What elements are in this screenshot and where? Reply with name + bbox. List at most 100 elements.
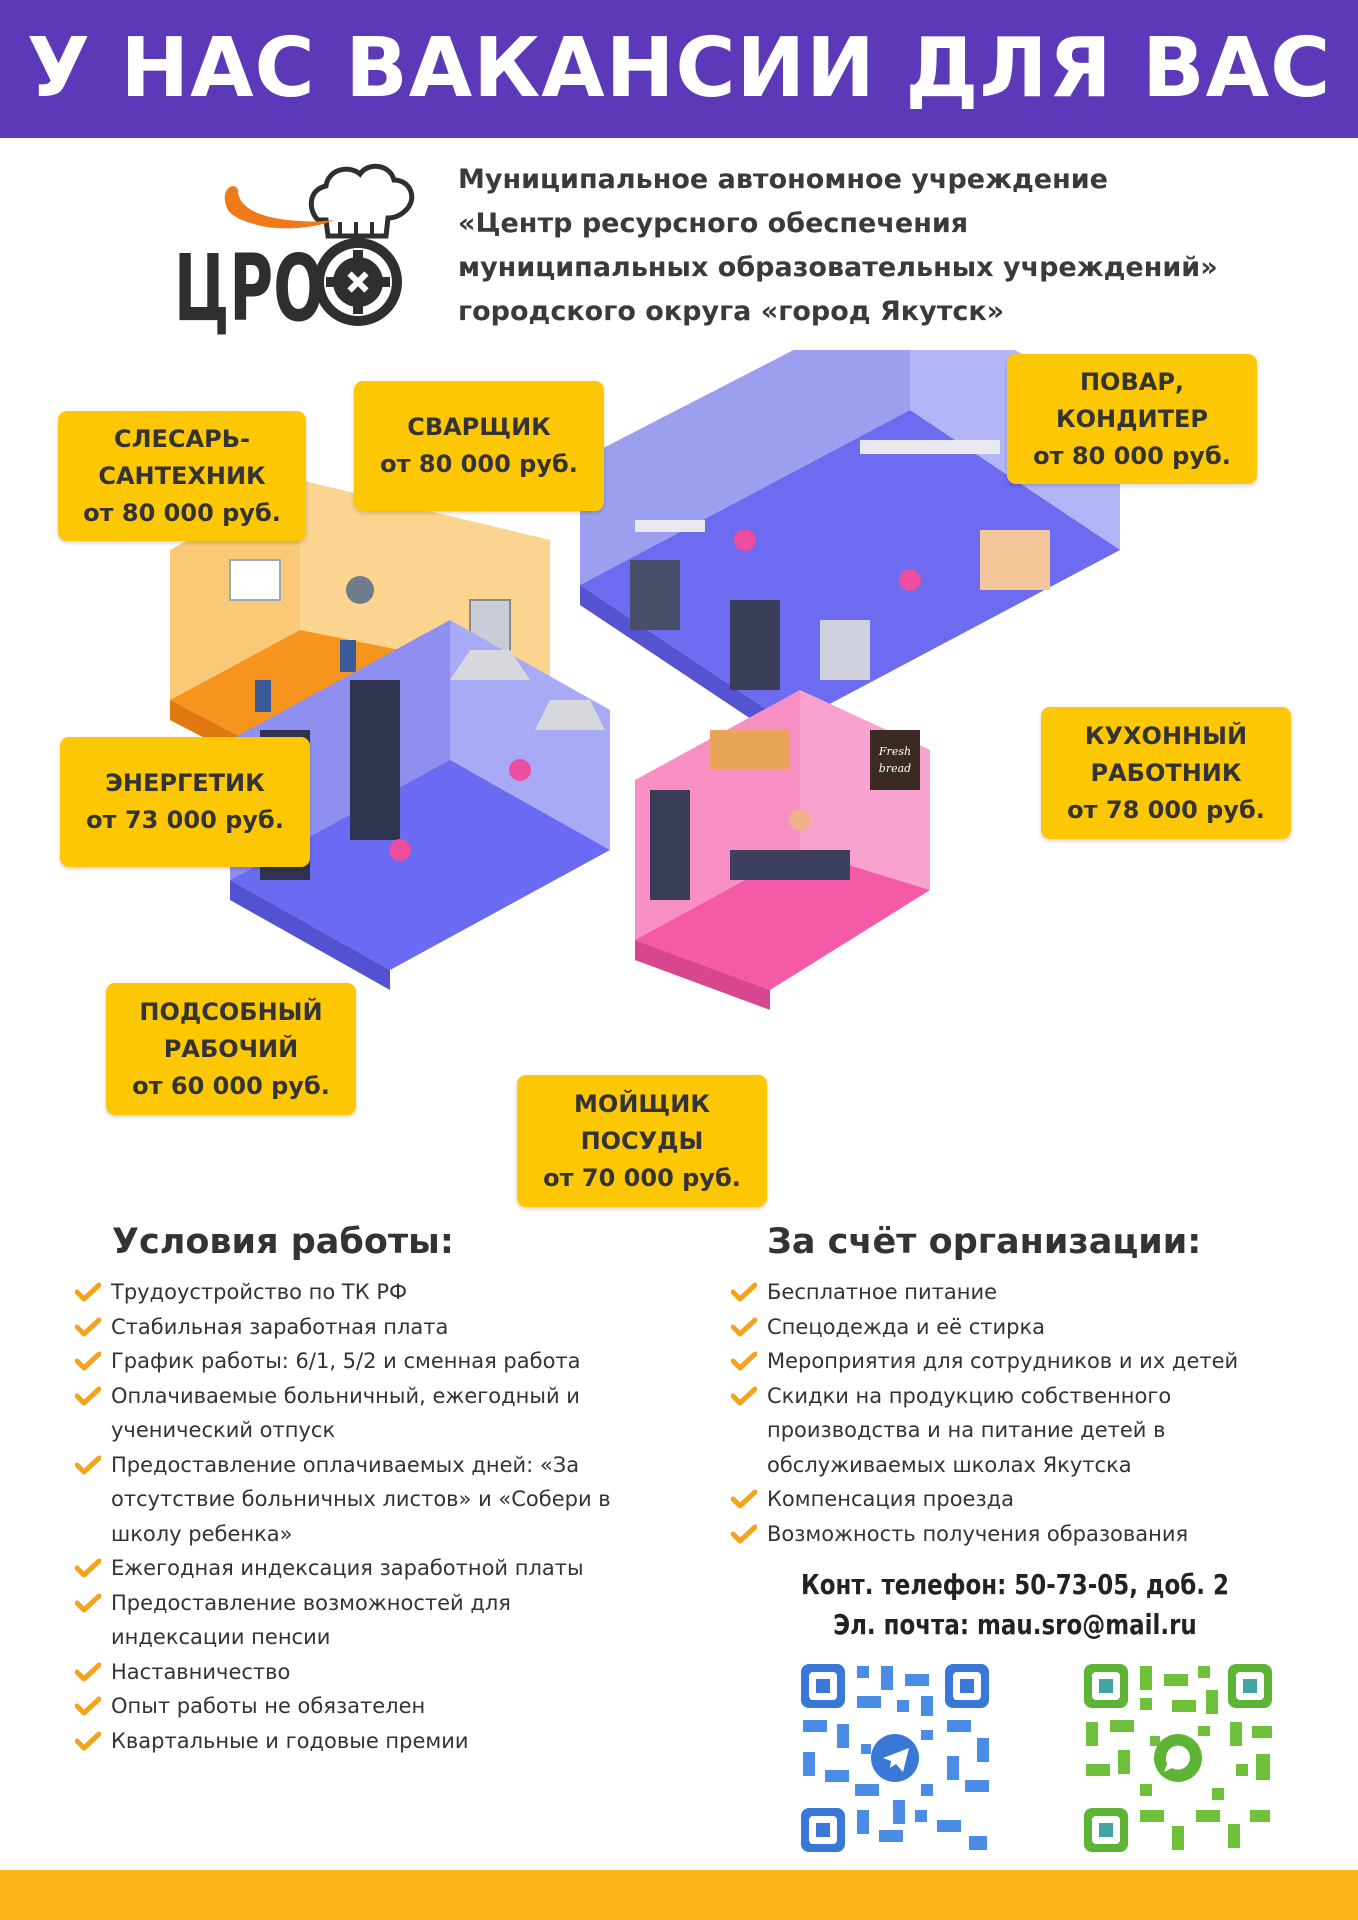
organization-line: городского округа «город Якутск» xyxy=(458,296,1005,327)
list-item-text: График работы: 6/1, 5/2 и сменная работа xyxy=(111,1349,581,1373)
list-item-continuation: ученический отпуск xyxy=(75,1413,611,1448)
vacancy-salary: от 60 000 руб. xyxy=(132,1071,330,1100)
list-item-text: Предоставление оплачиваемых дней: «За xyxy=(111,1452,580,1477)
check-icon xyxy=(75,1386,101,1405)
check-icon xyxy=(75,1696,101,1716)
conditions-list: Трудоустройство по ТК РФ Стабильная зара… xyxy=(75,1275,611,1758)
bakery-production-room-illustration xyxy=(580,350,1120,745)
check-icon xyxy=(731,1282,757,1302)
vacancy-title: РАБОЧИЙ xyxy=(163,1034,299,1063)
check-icon xyxy=(75,1317,101,1336)
list-item-text: школу ребенка» xyxy=(111,1521,293,1546)
sign-line2: bread xyxy=(879,762,911,775)
list-item-text: Бесплатное питание xyxy=(767,1280,998,1304)
vacancy-badge-kitchen-worker: КУХОННЫЙ РАБОТНИК от 78 000 руб. xyxy=(1041,707,1291,839)
vacancy-salary: от 80 000 руб. xyxy=(1033,441,1231,470)
footer-band xyxy=(0,1870,1358,1920)
gear-icon xyxy=(314,238,402,326)
check-icon xyxy=(75,1558,101,1578)
list-item: Предоставление возможностей для xyxy=(75,1586,611,1621)
list-item-text: Опыт работы не обязателен xyxy=(111,1694,426,1718)
list-item: Наставничество xyxy=(75,1655,611,1690)
list-item-text: Стабильная заработная плата xyxy=(111,1314,449,1339)
check-icon xyxy=(731,1386,757,1405)
vacancy-title: РАБОТНИК xyxy=(1090,758,1242,787)
vacancy-title: КУХОННЫЙ xyxy=(1084,721,1248,750)
vacancy-badge-handyman: ПОДСОБНЫЙ РАБОЧИЙ от 60 000 руб. xyxy=(106,983,356,1115)
list-item-text: Оплачиваемые больничный, ежегодный и xyxy=(111,1383,580,1408)
vacancy-badge-cook: ПОВАР, КОНДИТЕР от 80 000 руб. xyxy=(1007,354,1257,484)
list-item-continuation: школу ребенка» xyxy=(75,1517,611,1552)
list-item-text: отсутствие больничных листов» и «Собери … xyxy=(111,1487,611,1511)
check-icon xyxy=(75,1282,101,1302)
organization-line: «Центр ресурсного обеспечения xyxy=(458,208,969,239)
list-item-text: Мероприятия для сотрудников и их детей xyxy=(767,1349,1239,1373)
bakery-shop-room-illustration: Fresh bread xyxy=(635,690,930,1010)
list-item: Ежегодная индексация заработной платы xyxy=(75,1551,611,1586)
vacancy-salary: от 70 000 руб. xyxy=(543,1163,741,1192)
list-item: Мероприятия для сотрудников и их детей xyxy=(731,1344,1238,1379)
vacancy-title: ПОСУДЫ xyxy=(580,1126,704,1155)
vacancy-title: МОЙЩИК xyxy=(574,1089,710,1118)
check-icon xyxy=(75,1351,101,1371)
list-item-text: ученический отпуск xyxy=(111,1418,336,1442)
qr-code-chat-icon[interactable] xyxy=(1080,1660,1276,1856)
list-item-text: индексации пенсии xyxy=(111,1625,331,1649)
list-item: Опыт работы не обязателен xyxy=(75,1689,611,1724)
organization-name: Муниципальное автономное учреждение «Цен… xyxy=(458,158,1318,334)
list-item-text: Скидки на продукцию собственного xyxy=(767,1383,1172,1408)
list-item: Компенсация проезда xyxy=(731,1482,1238,1517)
list-item-text: обслуживаемых школах Якутска xyxy=(767,1452,1132,1477)
list-item: Квартальные и годовые премии xyxy=(75,1724,611,1759)
vacancy-title: КОНДИТЕР xyxy=(1056,404,1208,433)
check-icon xyxy=(731,1489,757,1509)
list-item-text: Трудоустройство по ТК РФ xyxy=(111,1280,408,1304)
list-item: Бесплатное питание xyxy=(731,1275,1238,1310)
check-icon xyxy=(75,1593,101,1612)
list-item-continuation: отсутствие больничных листов» и «Собери … xyxy=(75,1482,611,1517)
list-item-text: производства и на питание детей в xyxy=(767,1418,1166,1442)
vacancy-salary: от 73 000 руб. xyxy=(86,806,284,834)
list-item-continuation: индексации пенсии xyxy=(75,1620,611,1655)
list-item: Оплачиваемые больничный, ежегодный и xyxy=(75,1379,611,1414)
list-item: Скидки на продукцию собственного xyxy=(731,1379,1238,1414)
organization-line: Муниципальное автономное учреждение xyxy=(458,164,1108,195)
vacancy-salary: от 80 000 руб. xyxy=(380,450,578,478)
list-item: График работы: 6/1, 5/2 и сменная работа xyxy=(75,1344,611,1379)
chef-hat-icon xyxy=(308,163,415,239)
contact-email: Эл. почта: mau.sro@mail.ru xyxy=(833,1608,1197,1641)
vacancy-badge-dishwasher: МОЙЩИК ПОСУДЫ от 70 000 руб. xyxy=(517,1075,767,1207)
vacancy-badge-energy-engineer: ЭНЕРГЕТИК от 73 000 руб. xyxy=(60,737,310,867)
vacancy-title: ПОВАР, xyxy=(1079,367,1185,396)
vacancy-title: СЛЕСАРЬ- xyxy=(114,424,250,453)
vacancy-salary: от 78 000 руб. xyxy=(1067,795,1265,824)
list-item: Трудоустройство по ТК РФ xyxy=(75,1275,611,1310)
vacancy-salary: от 80 000 руб. xyxy=(83,498,281,527)
list-item-text: Квартальные и годовые премии xyxy=(111,1728,469,1753)
vacancy-title: ПОДСОБНЫЙ xyxy=(139,997,323,1026)
list-item-text: Наставничество xyxy=(111,1659,291,1684)
conditions-title: Условия работы: xyxy=(112,1222,454,1262)
list-item-text: Компенсация проезда xyxy=(767,1487,1015,1511)
list-item: Спецодежда и её стирка xyxy=(731,1310,1238,1345)
list-item-text: Предоставление возможностей для xyxy=(111,1590,511,1615)
vacancy-title: СВАРЩИК xyxy=(407,413,551,441)
check-icon xyxy=(731,1524,757,1543)
check-icon xyxy=(731,1317,757,1336)
logo: ЦРО xyxy=(174,163,415,340)
check-icon xyxy=(75,1455,101,1474)
qr-code-telegram-icon[interactable] xyxy=(797,1660,993,1856)
vacancy-badge-welder: СВАРЩИК от 80 000 руб. xyxy=(354,381,604,511)
check-icon xyxy=(75,1662,101,1681)
header-band xyxy=(0,0,1358,138)
logo-text: ЦРО xyxy=(174,235,324,340)
list-item-continuation: производства и на питание детей в xyxy=(731,1413,1238,1448)
benefits-list: Бесплатное питание Спецодежда и её стирк… xyxy=(731,1275,1238,1551)
list-item-continuation: обслуживаемых школах Якутска xyxy=(731,1448,1238,1483)
contact-phone: Конт. телефон: 50-73-05, доб. 2 xyxy=(801,1568,1229,1601)
benefits-title: За счёт организации: xyxy=(767,1222,1202,1262)
list-item-text: Возможность получения образования xyxy=(767,1521,1189,1546)
list-item: Предоставление оплачиваемых дней: «За xyxy=(75,1448,611,1483)
vacancy-title: ЭНЕРГЕТИК xyxy=(105,769,265,797)
list-item: Возможность получения образования xyxy=(731,1517,1238,1552)
